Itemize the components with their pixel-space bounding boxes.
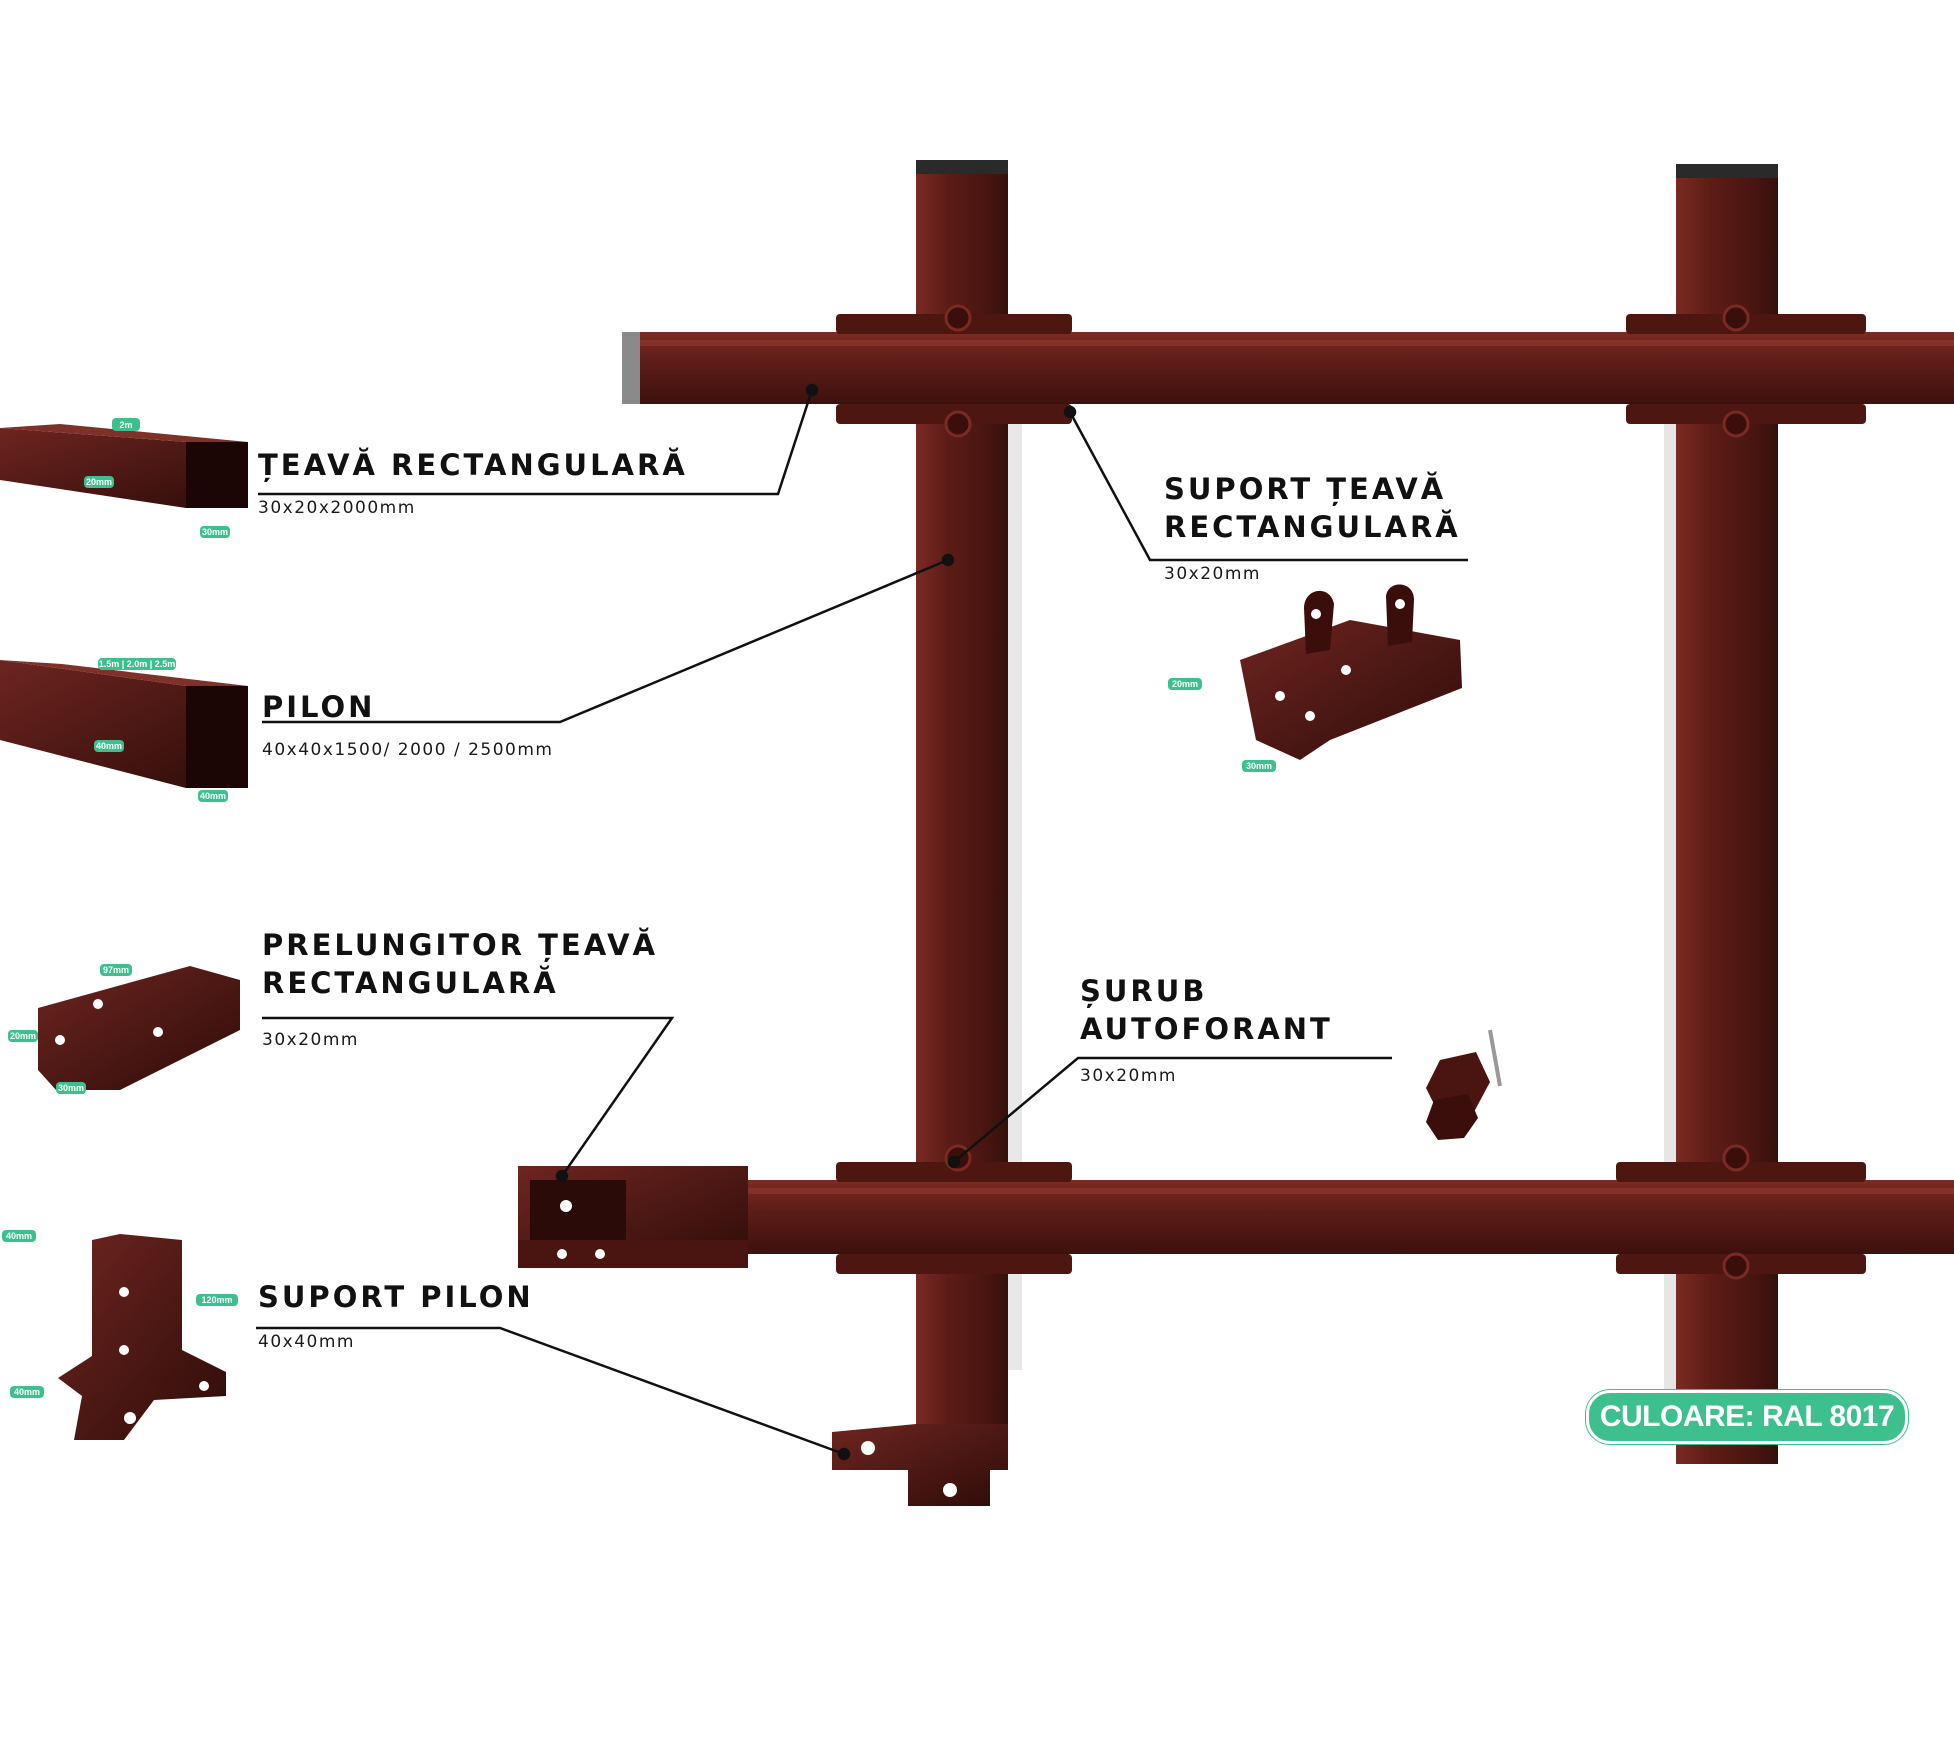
extender-product: 97mm 20mm 30mm: [8, 964, 240, 1094]
leader-lines: [256, 383, 1468, 1461]
tag-post-width: 40mm: [200, 791, 226, 801]
label-prelungitor-spec: 30x20mm: [262, 1030, 359, 1050]
label-surub-title-1: ȘURUB: [1080, 974, 1208, 1008]
tag-ext-height: 20mm: [10, 1031, 36, 1041]
label-suport-teava-title-2: RECTANGULARĂ: [1164, 510, 1461, 544]
color-badge: CULOARE: RAL 8017: [1586, 1390, 1908, 1444]
label-surub: ȘURUB AUTOFORANT 30x20mm: [1080, 972, 1333, 1086]
tag-length: 2m: [119, 420, 132, 430]
tag-sup-width: 40mm: [14, 1387, 40, 1397]
label-pilon: PILON 40x40x1500/ 2000 / 2500mm: [262, 688, 553, 760]
label-suport-teava-title-1: SUPORT ȚEAVĂ: [1164, 472, 1447, 506]
label-teava-title: ȚEAVĂ RECTANGULARĂ: [258, 448, 688, 482]
label-suport-pilon: SUPORT PILON 40x40mm: [258, 1278, 534, 1352]
beam-extender: [518, 1166, 748, 1268]
tag-bracket-height: 20mm: [1172, 679, 1198, 689]
tag-sup-height: 120mm: [201, 1295, 232, 1305]
label-suport-pilon-spec: 40x40mm: [258, 1332, 355, 1352]
bottom-beam: [630, 1180, 1954, 1254]
post-support-product: 40mm 120mm 40mm: [2, 1230, 238, 1440]
label-pilon-spec: 40x40x1500/ 2000 / 2500mm: [262, 740, 554, 760]
bolts: [944, 304, 1750, 1280]
label-teava-spec: 30x20x2000mm: [258, 498, 416, 518]
post-base-plate: [832, 1424, 1008, 1506]
tag-post-length: 1.5m | 2.0m | 2.5m: [99, 659, 176, 669]
tube-product: 2m 20mm 30mm: [0, 418, 248, 538]
tag-bracket-width: 30mm: [1246, 761, 1272, 771]
tag-width: 30mm: [202, 527, 228, 537]
label-prelungitor-title-1: PRELUNGITOR ȚEAVĂ: [262, 928, 659, 962]
label-prelungitor: PRELUNGITOR ȚEAVĂ RECTANGULARĂ 30x20mm: [262, 926, 658, 1050]
tag-sup-depth: 40mm: [6, 1231, 32, 1241]
tag-ext-width: 30mm: [58, 1083, 84, 1093]
label-suport-pilon-title: SUPORT PILON: [258, 1280, 534, 1314]
label-teava: ȚEAVĂ RECTANGULARĂ 30x20x2000mm: [258, 446, 688, 518]
screw-product: [1426, 1029, 1502, 1140]
label-prelungitor-title-2: RECTANGULARĂ: [262, 966, 559, 1000]
post-product: 1.5m | 2.0m | 2.5m 40mm 40mm: [0, 658, 248, 802]
top-beam: [622, 332, 1954, 404]
label-suport-teava-spec: 30x20mm: [1164, 564, 1261, 584]
tag-post-depth: 40mm: [96, 741, 122, 751]
label-surub-spec: 30x20mm: [1080, 1066, 1177, 1086]
tag-height: 20mm: [86, 477, 112, 487]
label-pilon-title: PILON: [262, 690, 376, 724]
tube-support-product: 20mm 30mm: [1168, 584, 1462, 772]
label-surub-title-2: AUTOFORANT: [1080, 1012, 1333, 1046]
label-suport-teava: SUPORT ȚEAVĂ RECTANGULARĂ 30x20mm: [1164, 470, 1461, 584]
tag-ext-length: 97mm: [103, 965, 129, 975]
